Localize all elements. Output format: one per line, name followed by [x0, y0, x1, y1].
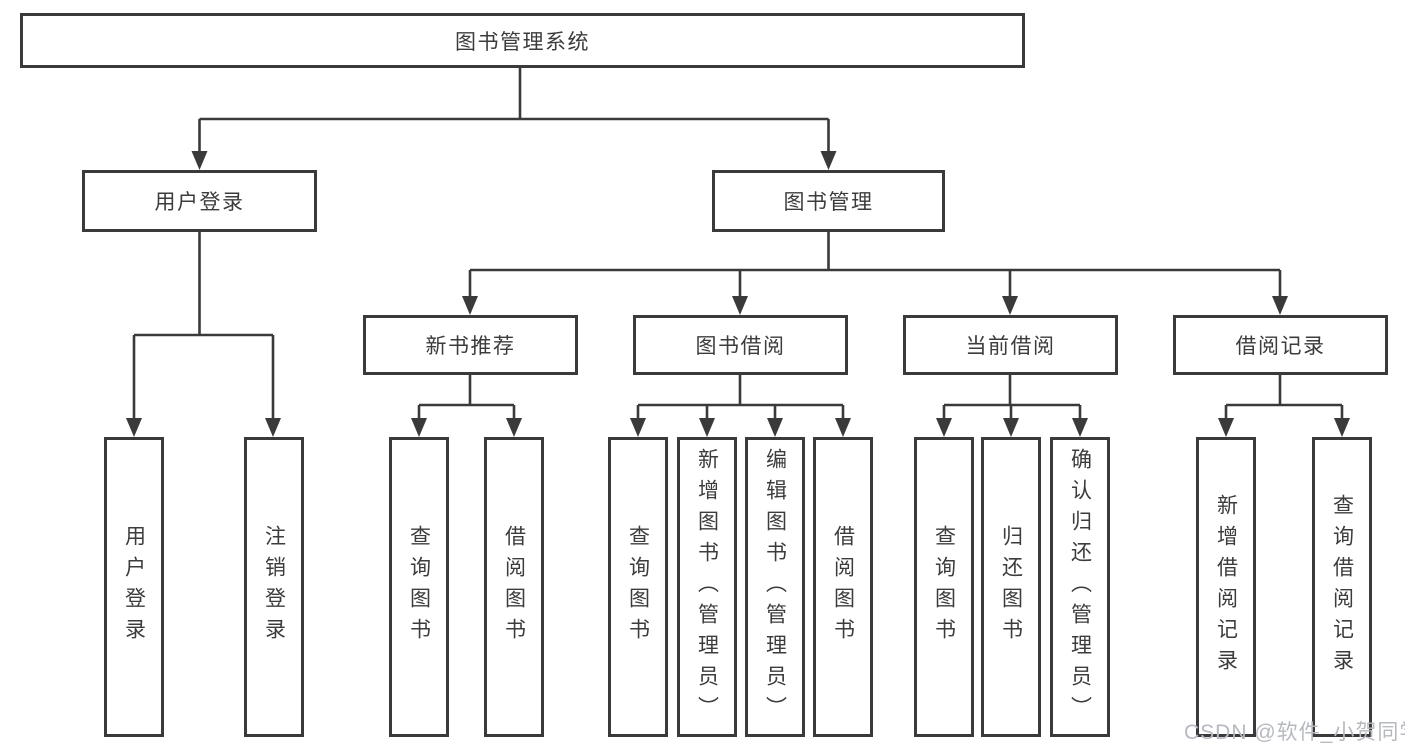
node-book-borrow: 图书借阅	[633, 315, 848, 375]
leaf-borrow-books: 借阅图书	[813, 437, 873, 737]
node-borrow-records: 借阅记录	[1173, 315, 1388, 375]
leaf-borrow-books-newbooks: 借阅图书	[484, 437, 544, 737]
leaf-confirm-return-admin: 确认归还（管理员）	[1050, 437, 1110, 737]
leaf-query-borrow-record: 查询借阅记录	[1312, 437, 1372, 737]
leaf-query-books-borrow: 查询图书	[608, 437, 668, 737]
leaf-query-books-current: 查询图书	[914, 437, 974, 737]
leaf-query-books-newbooks: 查询图书	[389, 437, 449, 737]
leaf-return-books: 归还图书	[981, 437, 1041, 737]
leaf-user-login: 用户登录	[104, 437, 164, 737]
node-root-system: 图书管理系统	[20, 13, 1025, 68]
leaf-edit-books-admin: 编辑图书（管理员）	[745, 437, 805, 737]
leaf-add-borrow-record: 新增借阅记录	[1196, 437, 1256, 737]
arrowheads	[126, 151, 1350, 437]
node-book-management: 图书管理	[712, 170, 945, 232]
leaf-add-books-admin: 新增图书（管理员）	[677, 437, 737, 737]
node-user-login: 用户登录	[82, 170, 317, 232]
node-current-borrow: 当前借阅	[903, 315, 1118, 375]
leaf-logout: 注销登录	[244, 437, 304, 737]
node-new-book-recommend: 新书推荐	[363, 315, 578, 375]
watermark: CSDN @软件_小贺同学	[1184, 721, 1405, 744]
